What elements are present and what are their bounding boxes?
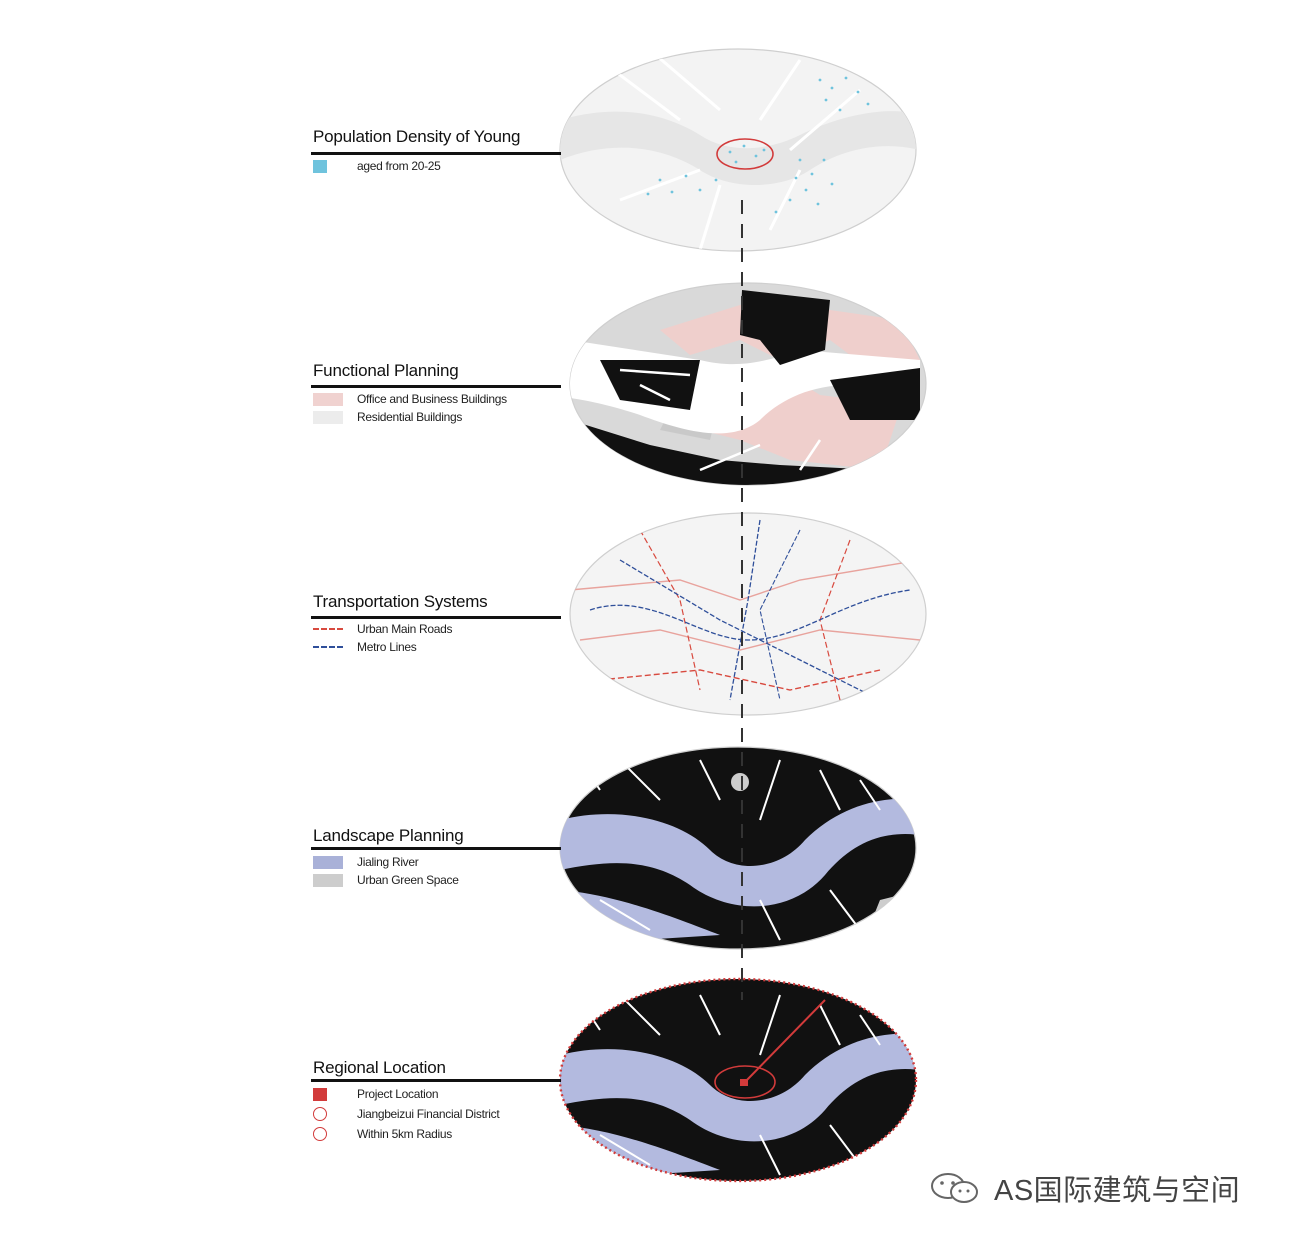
legend-swatch	[313, 628, 343, 630]
transportation-map	[569, 512, 927, 716]
layer-rule	[311, 385, 561, 388]
watermark: AS国际建筑与空间	[928, 1168, 1240, 1208]
layer-title-landscape: Landscape Planning	[313, 826, 464, 845]
functional-planning-map	[569, 282, 927, 486]
legend-swatch	[313, 646, 343, 648]
landscape-planning-map	[559, 746, 917, 950]
legend-label: Jiangbeizui Financial District	[357, 1107, 500, 1121]
legend-row: Jialing River	[313, 854, 419, 870]
legend-row: Urban Green Space	[313, 872, 459, 888]
young-population-dots	[646, 76, 870, 214]
legend-swatch	[313, 392, 343, 406]
legend-label: Residential Buildings	[357, 410, 463, 424]
wechat-icon	[931, 1173, 978, 1203]
layer-rule	[311, 616, 561, 619]
legend-row: aged from 20-25	[313, 158, 441, 174]
legend-label: Office and Business Buildings	[357, 392, 507, 406]
regional-location-map	[558, 977, 918, 1183]
legend-swatch	[313, 159, 327, 173]
legend-swatch	[313, 1087, 327, 1101]
layer-title-transportation: Transportation Systems	[313, 592, 488, 611]
population-density-map	[559, 48, 917, 252]
legend-row: Residential Buildings	[313, 409, 462, 425]
legend-ring-icon	[313, 1127, 327, 1141]
layer-rule	[311, 152, 561, 155]
legend-row: Urban Main Roads	[313, 621, 453, 637]
layer-title-functional: Functional Planning	[313, 361, 459, 380]
legend-row: Office and Business Buildings	[313, 391, 507, 407]
legend-label: Project Location	[357, 1087, 439, 1101]
project-marker-ring	[716, 138, 774, 170]
layer-title-regional: Regional Location	[313, 1058, 446, 1077]
legend-label: Within 5km Radius	[357, 1127, 452, 1141]
legend-row: Within 5km Radius	[313, 1126, 452, 1142]
legend-row: Project Location	[313, 1086, 439, 1102]
legend-label: Jialing River	[357, 855, 419, 869]
legend-label: Urban Main Roads	[357, 622, 453, 636]
layer-rule	[311, 1079, 561, 1082]
layer-title-population: Population Density of Young	[313, 127, 521, 146]
legend-row: Metro Lines	[313, 639, 417, 655]
legend-swatch	[313, 410, 343, 424]
legend-row: Jiangbeizui Financial District	[313, 1106, 500, 1122]
legend-swatch	[313, 855, 343, 869]
legend-ring-icon	[313, 1107, 327, 1121]
legend-label: Urban Green Space	[357, 873, 459, 887]
watermark-text: AS国际建筑与空间	[994, 1175, 1241, 1207]
legend-swatch	[313, 873, 343, 887]
legend-label: Metro Lines	[357, 640, 417, 654]
legend-label: aged from 20-25	[357, 159, 441, 173]
layer-rule	[311, 847, 561, 850]
